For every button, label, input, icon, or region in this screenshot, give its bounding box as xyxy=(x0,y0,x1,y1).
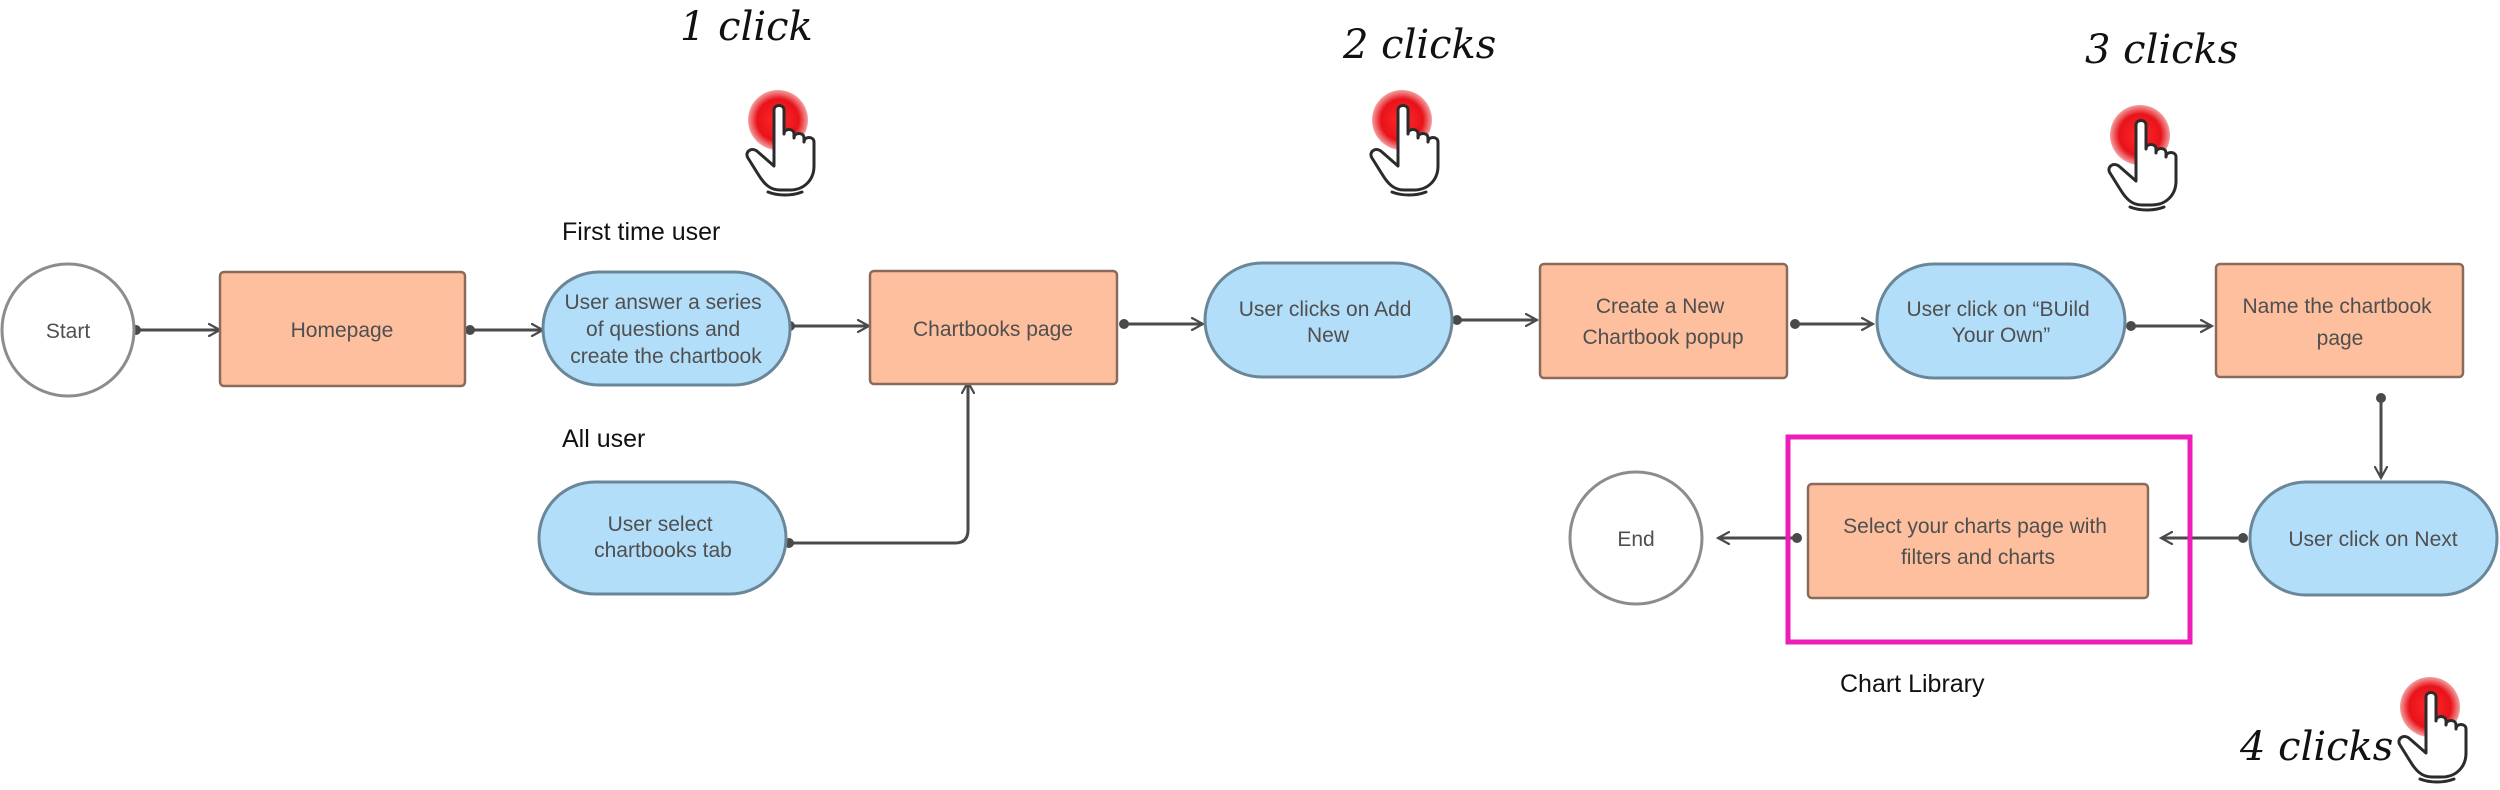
click-count-4: 4 clicks xyxy=(2239,724,2393,770)
click-count-1: 1 click xyxy=(680,4,813,50)
node-add-new-label: User clicks on Add New xyxy=(1239,298,1418,347)
node-build-your-own-label: User click on “BUild Your Own” xyxy=(1906,298,2095,347)
connectors xyxy=(136,320,2381,543)
node-click-next-label: User click on Next xyxy=(2288,528,2457,551)
node-build-your-own: User click on “BUild Your Own” xyxy=(1875,262,2127,380)
label-chart-library: Chart Library xyxy=(1840,670,1985,698)
node-select-chartbooks-tab: User select chartbooks tab xyxy=(537,480,788,596)
hand-pointer-icon xyxy=(1369,88,1440,197)
node-answer-questions-label: User answer a series of questions and cr… xyxy=(564,291,767,368)
chart-library-highlight xyxy=(1785,434,2193,645)
label-all-user: All user xyxy=(562,425,645,453)
node-new-chartbook-popup: Create a New Chartbook popup xyxy=(1538,262,1789,380)
node-name-chartbook-page: Name the chartbook page xyxy=(2214,262,2465,379)
node-add-new: User clicks on Add New xyxy=(1203,261,1454,379)
hand-pointer-icon xyxy=(745,88,816,197)
node-end-label: End xyxy=(1617,528,1654,551)
node-new-chartbook-popup-label: Create a New Chartbook popup xyxy=(1582,295,1743,349)
hand-pointer-icon xyxy=(2397,675,2468,784)
node-chartbooks-page: Chartbooks page xyxy=(868,269,1119,386)
node-start: Start xyxy=(0,262,136,398)
hand-pointer-icon xyxy=(2107,103,2178,212)
node-answer-questions: User answer a series of questions and cr… xyxy=(541,270,792,387)
label-first-time-user: First time user xyxy=(562,218,720,246)
node-click-next: User click on Next xyxy=(2248,480,2499,597)
node-start-label: Start xyxy=(46,320,91,343)
node-homepage-label: Homepage xyxy=(291,319,394,342)
node-end: End xyxy=(1568,470,1704,606)
node-name-chartbook-page-label: Name the chartbook page xyxy=(2243,295,2438,350)
click-count-2: 2 clicks xyxy=(1342,22,1496,68)
node-chartbooks-page-label: Chartbooks page xyxy=(913,318,1073,341)
node-select-charts-page-label: Select your charts page with filters and… xyxy=(1843,515,2113,569)
node-select-charts-page: Select your charts page with filters and… xyxy=(1806,482,2150,600)
node-homepage: Homepage xyxy=(218,270,467,388)
node-select-chartbooks-tab-label: User select chartbooks tab xyxy=(594,513,732,562)
click-count-3: 3 clicks xyxy=(2085,27,2238,73)
